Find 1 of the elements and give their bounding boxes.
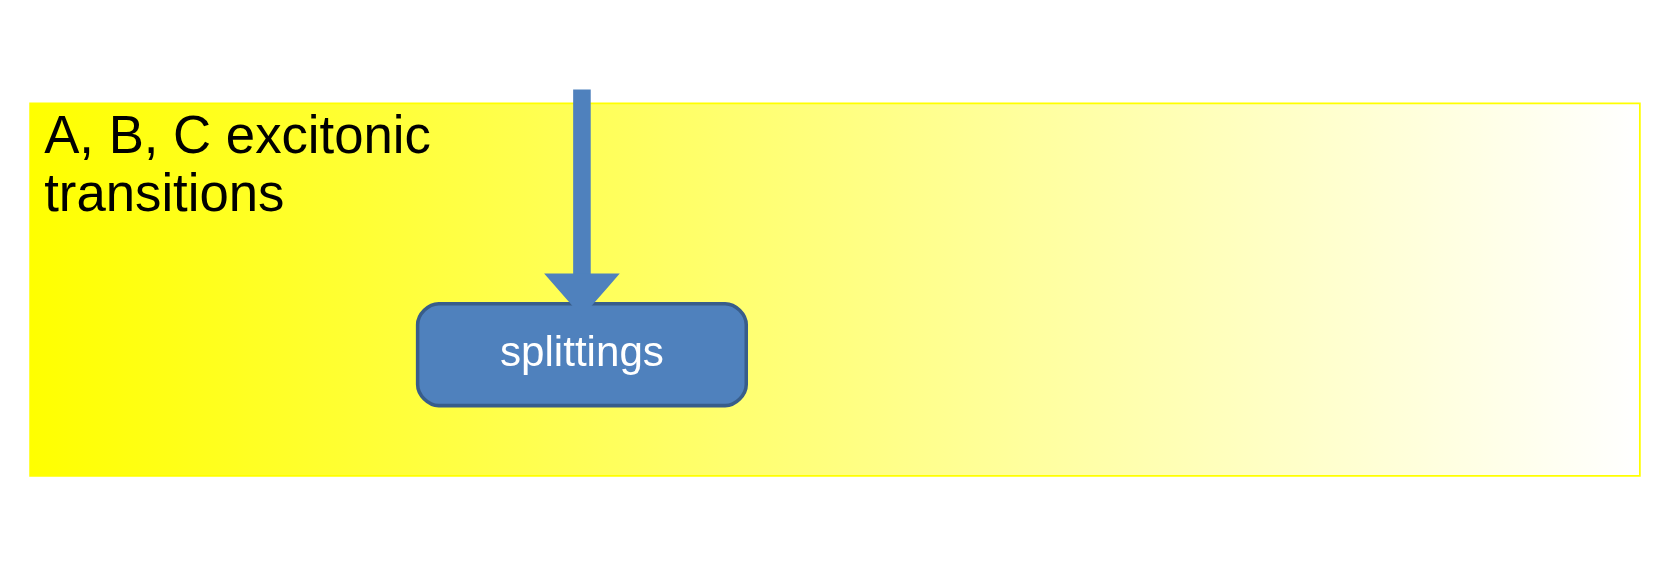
node-box: splittings: [415, 301, 748, 407]
